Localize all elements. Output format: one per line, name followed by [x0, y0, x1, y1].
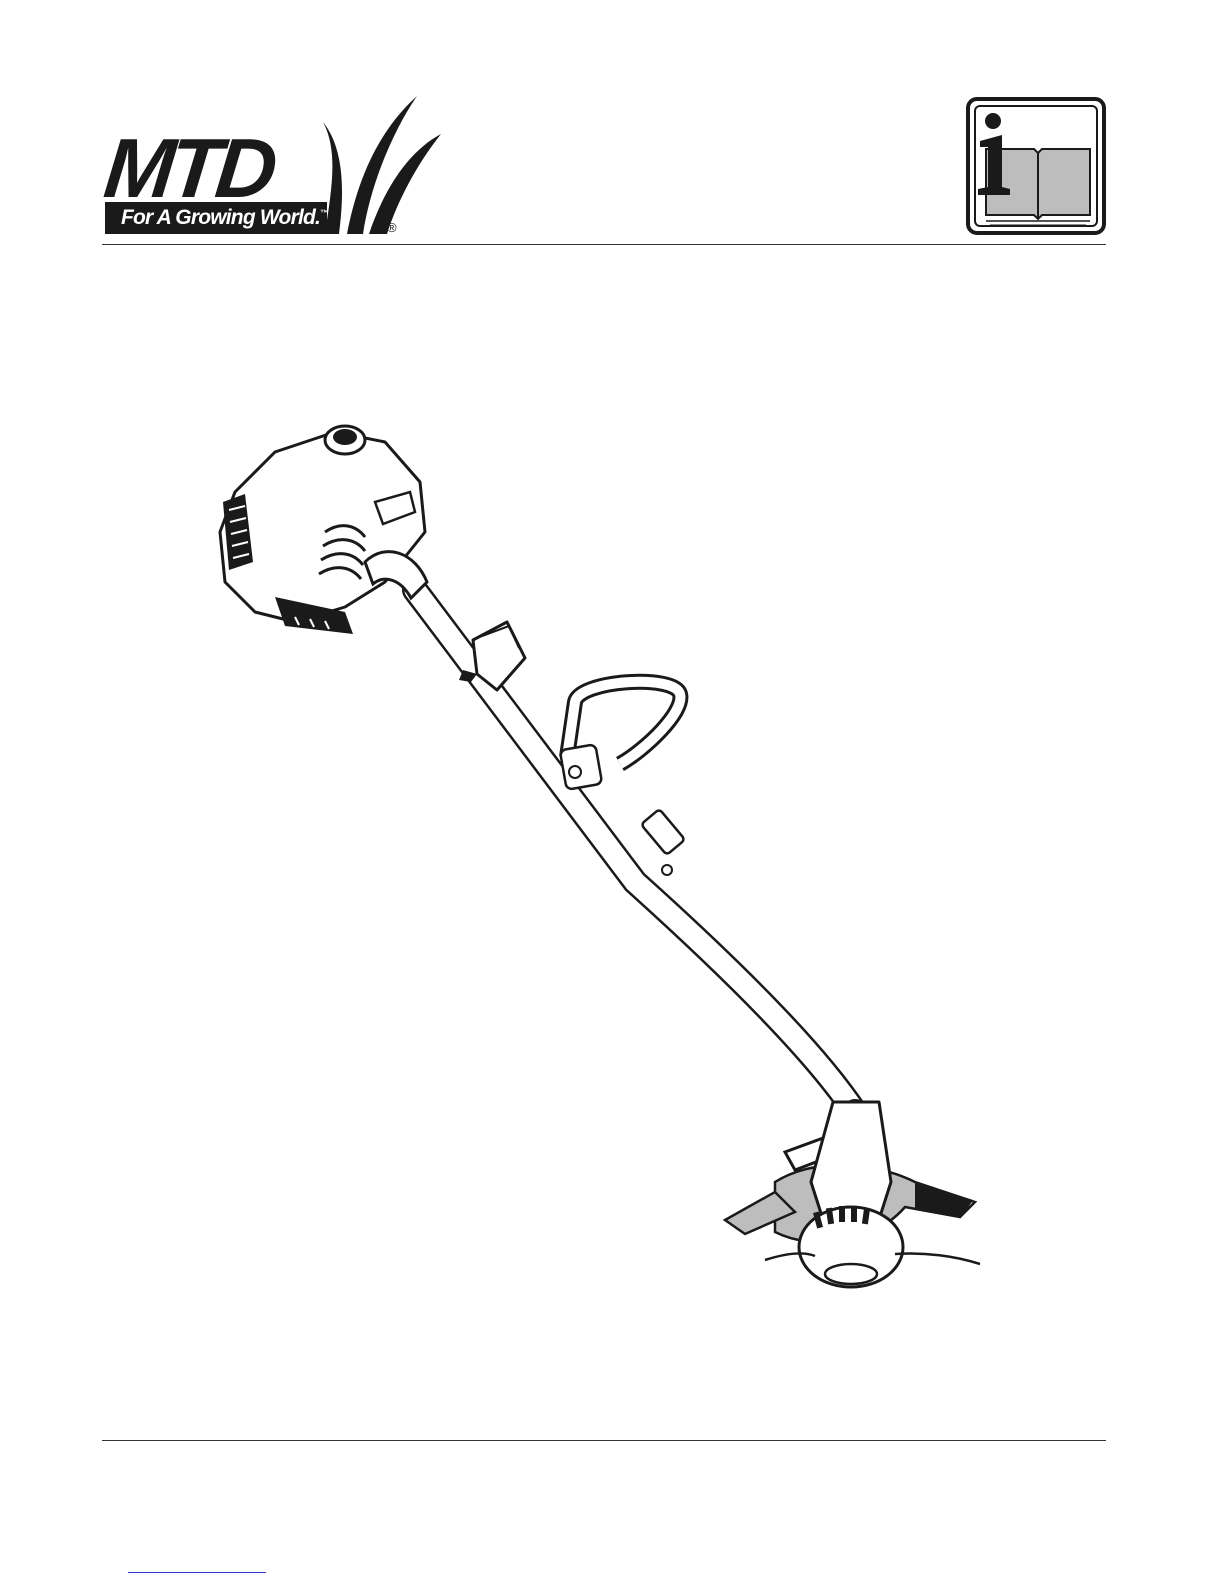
read-operators-manual-icon: [966, 97, 1106, 235]
string-trimmer-illustration: [215, 412, 1005, 1317]
grass-blades-icon: [317, 92, 442, 237]
tagline-bar: For A Growing World.™: [105, 202, 327, 234]
mtd-logo: MTD For A Growing World.™ ®: [105, 92, 435, 242]
brand-name: MTD: [101, 126, 277, 210]
footer-rule: [102, 1440, 1106, 1441]
footer-link-underline[interactable]: [128, 1572, 266, 1573]
header-rule: [102, 244, 1106, 245]
brand-tagline: For A Growing World.™: [121, 206, 328, 230]
registered-mark: ®: [387, 220, 397, 235]
